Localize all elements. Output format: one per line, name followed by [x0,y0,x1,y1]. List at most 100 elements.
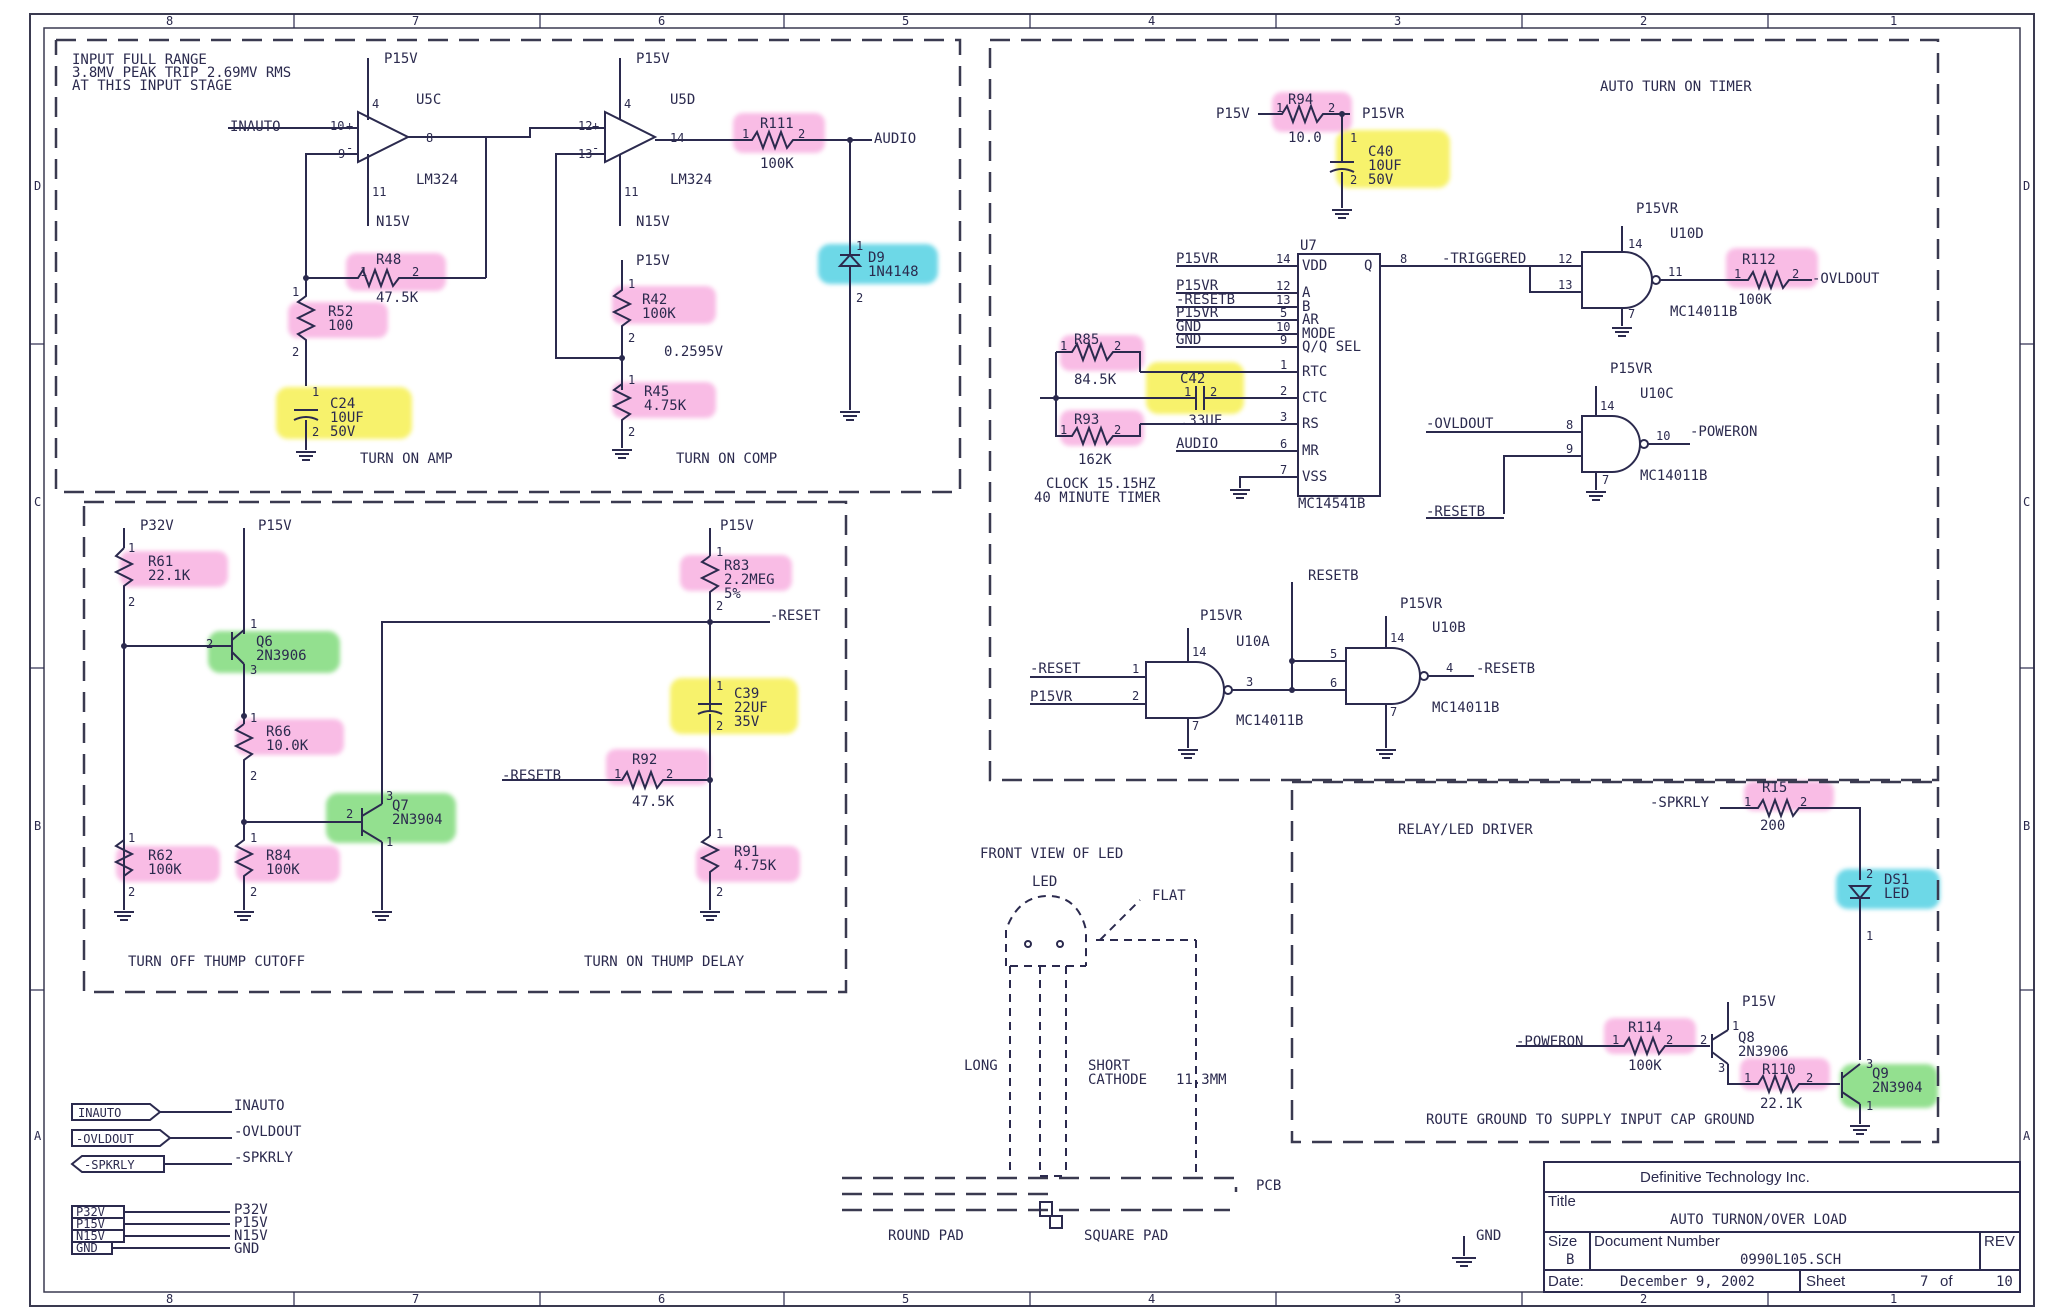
r92-ref: R92 [632,752,657,768]
c40-ref: C40 [1368,144,1393,160]
r61-ref: R61 [148,554,173,570]
u5d-pin-12: 12 [578,119,592,133]
u7-pin-ar: AR [1302,312,1319,328]
u7-ref: U7 [1300,238,1317,254]
u5d-ref: U5D [670,92,695,108]
u5d-p15v: P15V [636,51,670,67]
input-note-line1: INPUT FULL RANGE [72,52,207,68]
relay-title: RELAY/LED DRIVER [1398,822,1533,838]
u5d-pin-14: 14 [670,131,684,145]
resistor-r45: R45 4.75K 12 [611,373,687,448]
net-poweron-out: -POWERON [1690,424,1757,440]
thump-p15v: P15V [258,518,292,534]
r83-p15v: P15V [720,518,754,534]
u7-net-vdd: P15VR [1176,251,1219,267]
input-note-line3: AT THIS INPUT STAGE [72,78,232,94]
border-col-8-top: 8 [166,14,173,28]
capacitor-c39: C39 22UF 35V 12 [697,679,768,836]
u7-num-9: 9 [1280,333,1287,347]
ds1-ref: DS1 [1884,872,1909,888]
c40-volt: 50V [1368,172,1394,188]
highlight-r42 [612,286,716,324]
u10d-pin-7: 7 [1628,307,1635,321]
svg-text:1: 1 [250,831,257,845]
label-turn-on-amp: TURN ON AMP [360,451,453,467]
highlight-q7 [326,793,456,843]
u10a-pin-7: 7 [1192,719,1199,733]
u10d-p15vr: P15VR [1636,201,1679,217]
r52-ref: R52 [328,304,353,320]
u7-num-2: 2 [1280,384,1287,398]
u5c-part: LM324 [416,172,458,188]
svg-text:1: 1 [250,617,257,631]
border-col-5-bottom: 5 [902,1292,909,1306]
svg-text:1: 1 [292,285,299,299]
svg-text:2: 2 [1350,173,1357,187]
svg-text:2: 2 [250,885,257,899]
highlight-c39 [670,678,798,734]
svg-text:1: 1 [742,127,749,141]
resistor-r42: R42 100K 12 [611,277,676,390]
svg-text:1: 1 [1744,795,1751,809]
u10a-ref: U10A [1236,634,1270,650]
svg-text:1: 1 [716,827,723,841]
u10d-pin-11: 11 [1668,265,1682,279]
label-turn-on-thump: TURN ON THUMP DELAY [584,954,745,970]
led-view-long: LONG [964,1058,998,1074]
ground-symbol-u10b [1376,749,1396,759]
svg-text:2: 2 [716,719,723,733]
nand-u10b: P15VR U10B MC14011B 4 14 7 [1345,596,1499,748]
border-col-2-top: 2 [1640,14,1647,28]
resistor-r52: R52 100 12 [292,278,353,386]
svg-text:2: 2 [628,425,635,439]
port-net-spkrly: -SPKRLY [234,1150,294,1166]
u10c-pin-14: 14 [1600,399,1614,413]
q8-p15v: P15V [1742,994,1776,1010]
u7-pin-a: A [1302,285,1311,301]
u7-pin-vss: VSS [1302,469,1327,485]
svg-text:8: 8 [1566,418,1573,432]
q9-part: 2N3904 [1872,1080,1923,1096]
input-stage: INPUT FULL RANGE 3.8MV PEAK TRIP 2.69MV … [72,51,919,467]
c40-val: 10UF [1368,158,1402,174]
relay-poweron-label: -POWERON [1516,1034,1583,1050]
highlight-r15 [1744,781,1834,811]
diode-d9: D9 1N4148 12 [837,140,919,410]
title-block: Definitive Technology Inc. Title AUTO TU… [1543,1161,2021,1293]
u10b-pin-4: 4 [1446,661,1453,675]
relay-spkrly-label: -SPKRLY [1650,795,1710,811]
u5c-n15v: N15V [376,214,410,230]
u10b-p15vr: P15VR [1400,596,1443,612]
border-col-7-top: 7 [412,14,419,28]
relay-ground-note: ROUTE GROUND TO SUPPLY INPUT CAP GROUND [1426,1112,1755,1128]
net-resetb-label: RESETB [1308,568,1359,584]
highlight-r91 [696,846,800,882]
r85-val: 84.5K [1074,372,1117,388]
title-block-size-label: Size [1548,1233,1577,1250]
c24-val: 10UF [330,410,364,426]
svg-text:2: 2 [128,885,135,899]
highlight-r62 [116,846,220,882]
r66-ref: R66 [266,724,291,740]
u5c-pin-4: 4 [372,97,379,111]
u10a-p15vr: P15VR [1200,608,1243,624]
u10c-pin-7: 7 [1602,473,1609,487]
title-block-sheet: 7 [1920,1274,1928,1290]
u10b-resetb-out: -RESETB [1476,661,1535,677]
svg-text:2: 2 [628,331,635,345]
u7-num-12: 12 [1276,279,1290,293]
thump-resetb-label: -RESETB [502,768,561,784]
q8-ref: Q8 [1738,1030,1755,1046]
border-col-1-bottom: 1 [1890,1292,1897,1306]
power-box-n15v: N15V [76,1229,105,1243]
r45-ref: R45 [644,384,669,400]
u7-part: MC14541B [1298,496,1365,512]
title-block-size: B [1566,1252,1574,1268]
transistor-q9: Q9 2N3904 31 [1841,1057,1923,1124]
q6-part: 2N3906 [256,648,307,664]
